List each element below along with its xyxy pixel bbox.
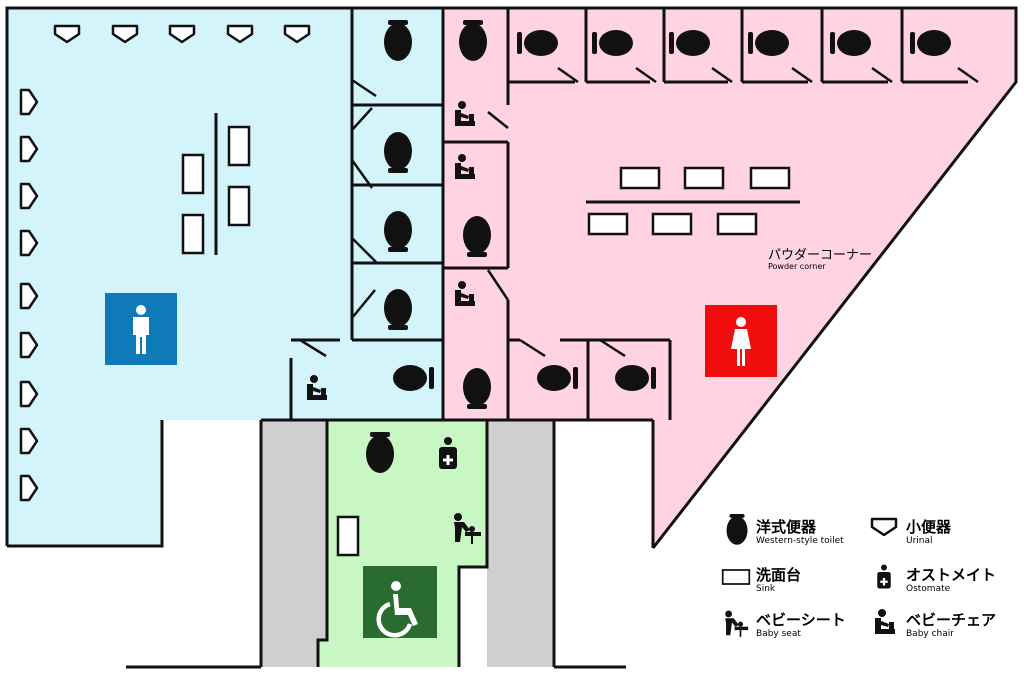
sink-icon xyxy=(181,213,205,255)
legend-urinal-sub: Urinal xyxy=(906,536,933,546)
left-gray-corridor xyxy=(261,420,327,667)
legend-baby-chair-sub: Baby chair xyxy=(906,629,954,639)
baby-seat-icon xyxy=(725,610,749,637)
right-gray-corridor xyxy=(487,420,554,667)
accessible-sign xyxy=(363,566,437,638)
sink-icon xyxy=(749,166,791,190)
legend-western-toilet-sub: Western-style toilet xyxy=(756,536,844,546)
walls xyxy=(5,6,1018,669)
ostomate-icon xyxy=(877,564,891,589)
legend-western-toilet-label: 洋式便器 xyxy=(756,518,817,536)
urinal-icon xyxy=(870,517,898,537)
legend-ostomate-label: オストメイト xyxy=(906,566,997,584)
mens-stalls-area xyxy=(352,8,443,340)
legend-baby-chair-label: ベビーチェア xyxy=(906,611,997,629)
legend-baby-seat-sub: Baby seat xyxy=(756,629,801,639)
sink-icon xyxy=(683,166,725,190)
legend-baby-seat-label: ベビーシート xyxy=(756,611,846,629)
sink-icon xyxy=(619,166,661,190)
legend-sink-label: 洗面台 xyxy=(756,566,802,584)
sink-icon xyxy=(227,125,251,167)
powder-corner-label-en: Powder corner xyxy=(768,262,826,271)
sink-icon xyxy=(721,569,751,585)
sink-icon xyxy=(716,212,758,236)
legend-sink-sub: Sink xyxy=(756,584,776,594)
doors xyxy=(299,66,979,358)
multipurpose-restroom-area xyxy=(318,420,487,667)
sink-icon xyxy=(651,212,693,236)
legend-urinal-label: 小便器 xyxy=(906,518,952,536)
baby-chair-icon xyxy=(875,609,895,634)
sink-icon xyxy=(181,153,205,195)
legend-ostomate-sub: Ostomate xyxy=(906,584,951,594)
sink-icon xyxy=(227,185,251,227)
mens-restroom-area xyxy=(7,8,352,546)
western-toilet-icon xyxy=(726,513,748,545)
powder-corner-label: パウダーコーナー xyxy=(768,248,873,263)
mens-sign xyxy=(105,293,177,365)
sink-icon xyxy=(587,212,629,236)
womens-restroom-area xyxy=(443,8,1016,548)
womens-sign xyxy=(705,305,777,377)
sink-icon xyxy=(336,515,360,557)
